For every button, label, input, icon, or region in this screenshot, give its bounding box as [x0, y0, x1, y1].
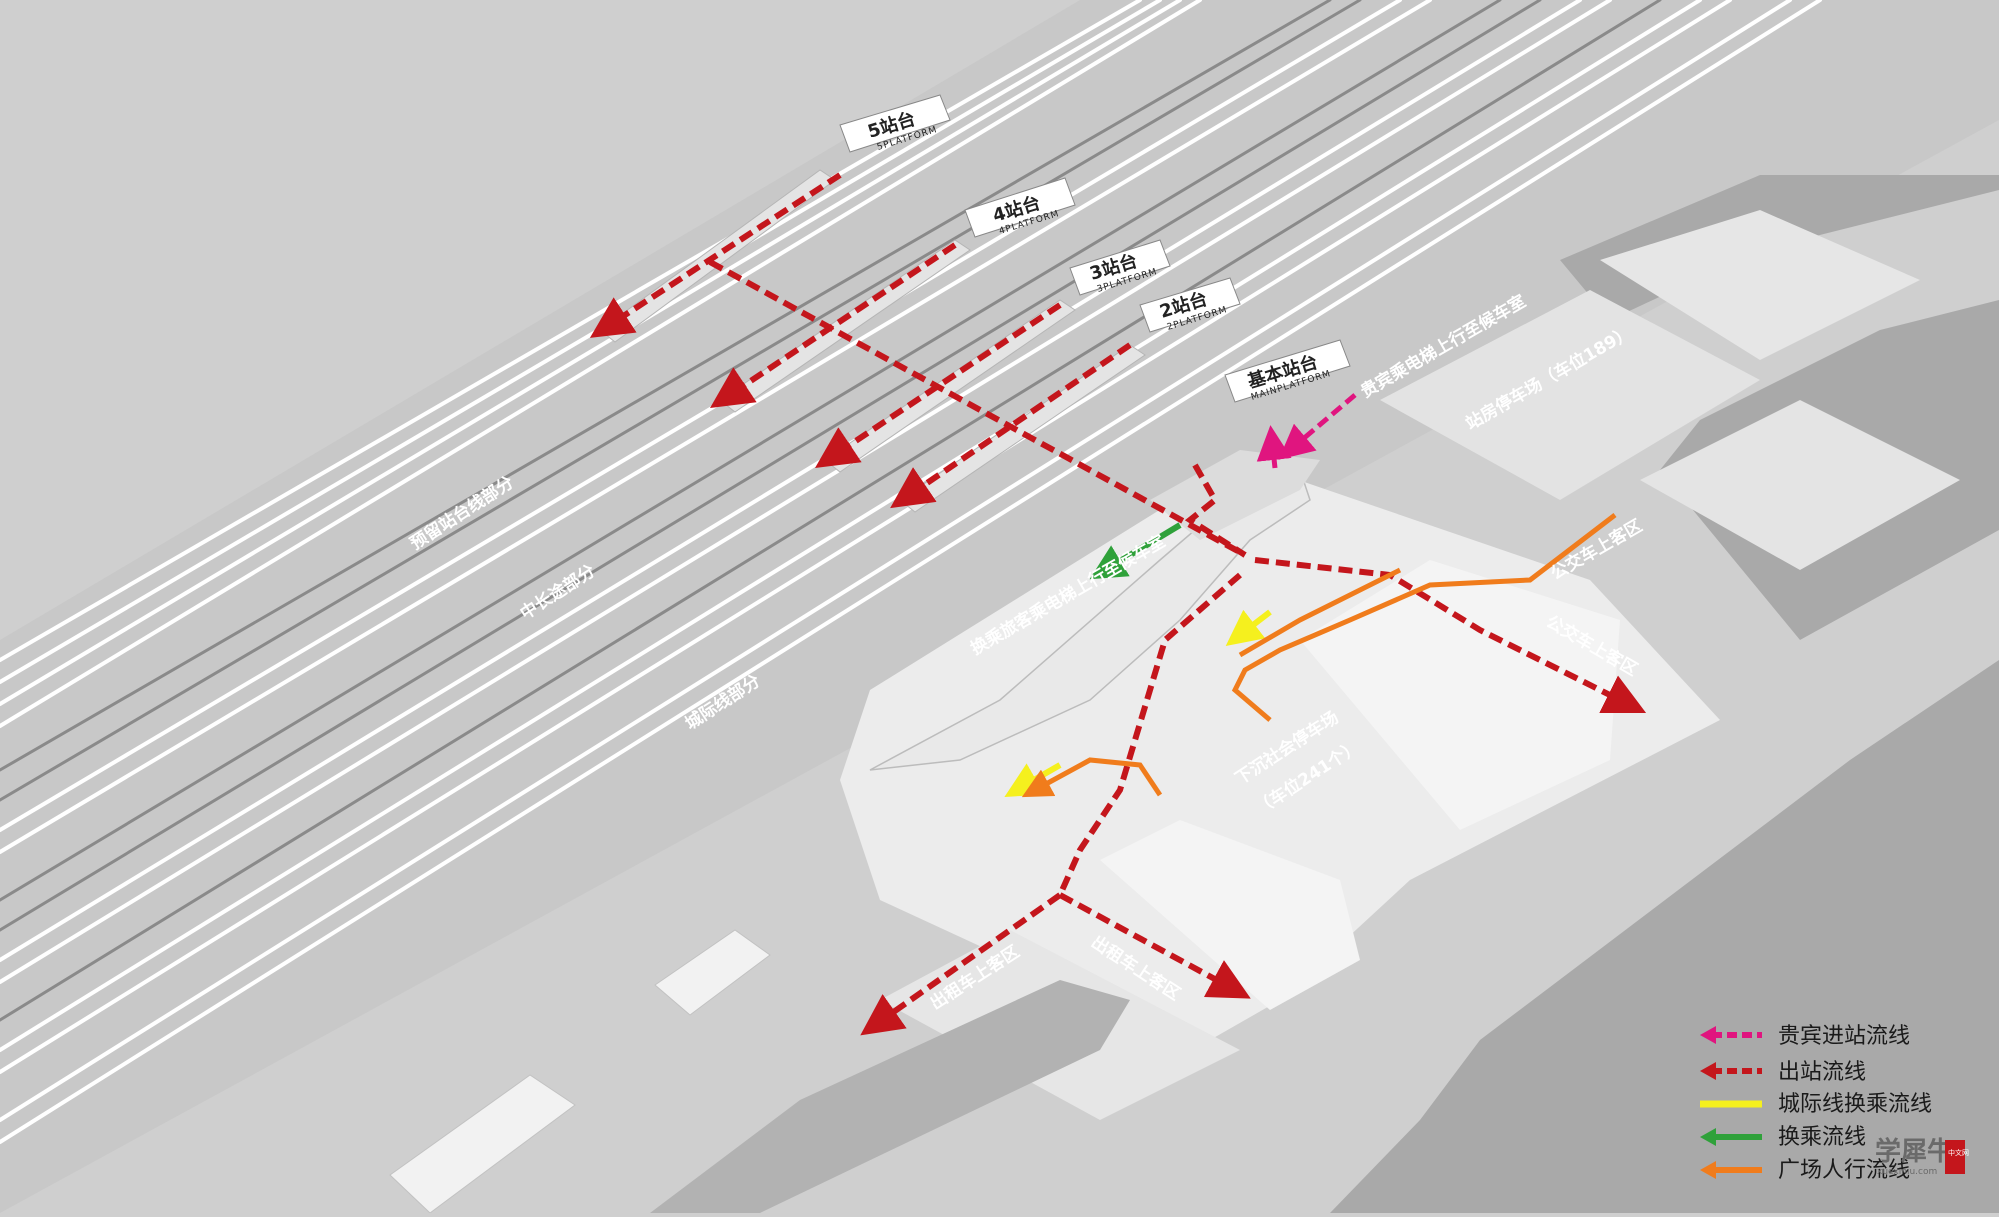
watermark-url: xuexiniu.com	[1877, 1167, 1937, 1177]
track-10	[0, 0, 1542, 932]
track-16	[0, 0, 1792, 1122]
track-3	[0, 0, 1182, 706]
track-1	[0, 0, 1142, 662]
exit-flow-to-bus	[1254, 557, 1647, 714]
exit-flow-down	[1057, 572, 1242, 897]
legend-item-vip: 贵宾进站流线	[1700, 1024, 1910, 1049]
exit-flow-taxi-right	[1058, 892, 1251, 999]
legend-transfer-label: 换乘流线	[1778, 1125, 1866, 1150]
vip-flow-arrow	[1278, 393, 1357, 460]
track-15	[0, 0, 1732, 1074]
exit-flow-lines	[589, 172, 1647, 1036]
track-14	[0, 0, 1702, 1052]
exit-flow-taxi-left	[860, 892, 1062, 1036]
watermark-badge-text: 中文网	[1948, 1148, 1969, 1157]
upper-right-lot	[1600, 210, 1920, 360]
legend-exit-label: 出站流线	[1778, 1060, 1866, 1085]
legend-vip-label: 贵宾进站流线	[1778, 1024, 1910, 1049]
watermark-badge	[1945, 1140, 1965, 1174]
exit-flow-4	[710, 242, 957, 408]
sunken-lot-left	[1100, 820, 1360, 1010]
station-building	[869, 468, 1311, 771]
track-6	[0, 0, 1362, 802]
plaza-flow-lines	[1021, 513, 1617, 798]
vip-flow-up	[1256, 425, 1292, 469]
sunken-lot-right	[1300, 560, 1620, 830]
legend: 贵宾进站流线 出站流线 城际线换乘流线 换乘流线 广场人行流线	[1700, 1024, 1932, 1183]
track-9	[0, 0, 1502, 902]
block-large	[389, 1074, 576, 1214]
track-5	[0, 0, 1332, 772]
legend-item-transfer: 换乘流线	[1700, 1125, 1866, 1150]
track-4	[0, 0, 1202, 728]
legend-item-exit: 出站流线	[1700, 1060, 1866, 1085]
platform-slab-4	[719, 239, 971, 413]
track-7	[0, 0, 1402, 832]
legend-plaza-label: 广场人行流线	[1778, 1158, 1910, 1183]
transfer-flow-line	[1089, 522, 1182, 580]
plaza-flow-upper	[1231, 513, 1617, 722]
track-17	[0, 0, 1822, 1144]
solid-arrow-icon	[1700, 1161, 1716, 1179]
upper-lot	[1380, 290, 1760, 500]
track-8	[0, 0, 1432, 854]
exit-flow-2	[890, 342, 1132, 509]
platform-slab-3	[824, 299, 1076, 473]
watermark-text: 学犀牛	[1875, 1136, 1953, 1167]
legend-item-plaza: 广场人行流线	[1700, 1158, 1910, 1183]
lower-road	[650, 980, 1130, 1213]
track-13	[0, 0, 1662, 1022]
track-11	[0, 0, 1582, 962]
watermark: 学犀牛 中文网 xuexiniu.com	[1875, 1136, 1969, 1177]
vip-flow-line	[1256, 393, 1357, 469]
track-12	[0, 0, 1612, 984]
dashed-arrow-icon	[1700, 1026, 1716, 1044]
exit-flow-crossing	[708, 259, 1247, 558]
exit-flow-5	[589, 172, 842, 338]
legend-item-intercity: 城际线换乘流线	[1700, 1092, 1932, 1117]
plaza-flow-lower	[1021, 757, 1163, 798]
exit-flow-3	[815, 302, 1062, 468]
track-2	[0, 0, 1162, 684]
block-small	[654, 929, 771, 1016]
solid-arrow-icon	[1700, 1128, 1716, 1146]
legend-intercity-label: 城际线换乘流线	[1778, 1092, 1932, 1117]
plaza-flow-branch	[1238, 567, 1402, 658]
dashed-arrow-icon	[1700, 1062, 1716, 1080]
railway-tracks	[0, 0, 1822, 1144]
bus-island	[1640, 400, 1960, 570]
intercity-flow-1	[1225, 609, 1272, 646]
